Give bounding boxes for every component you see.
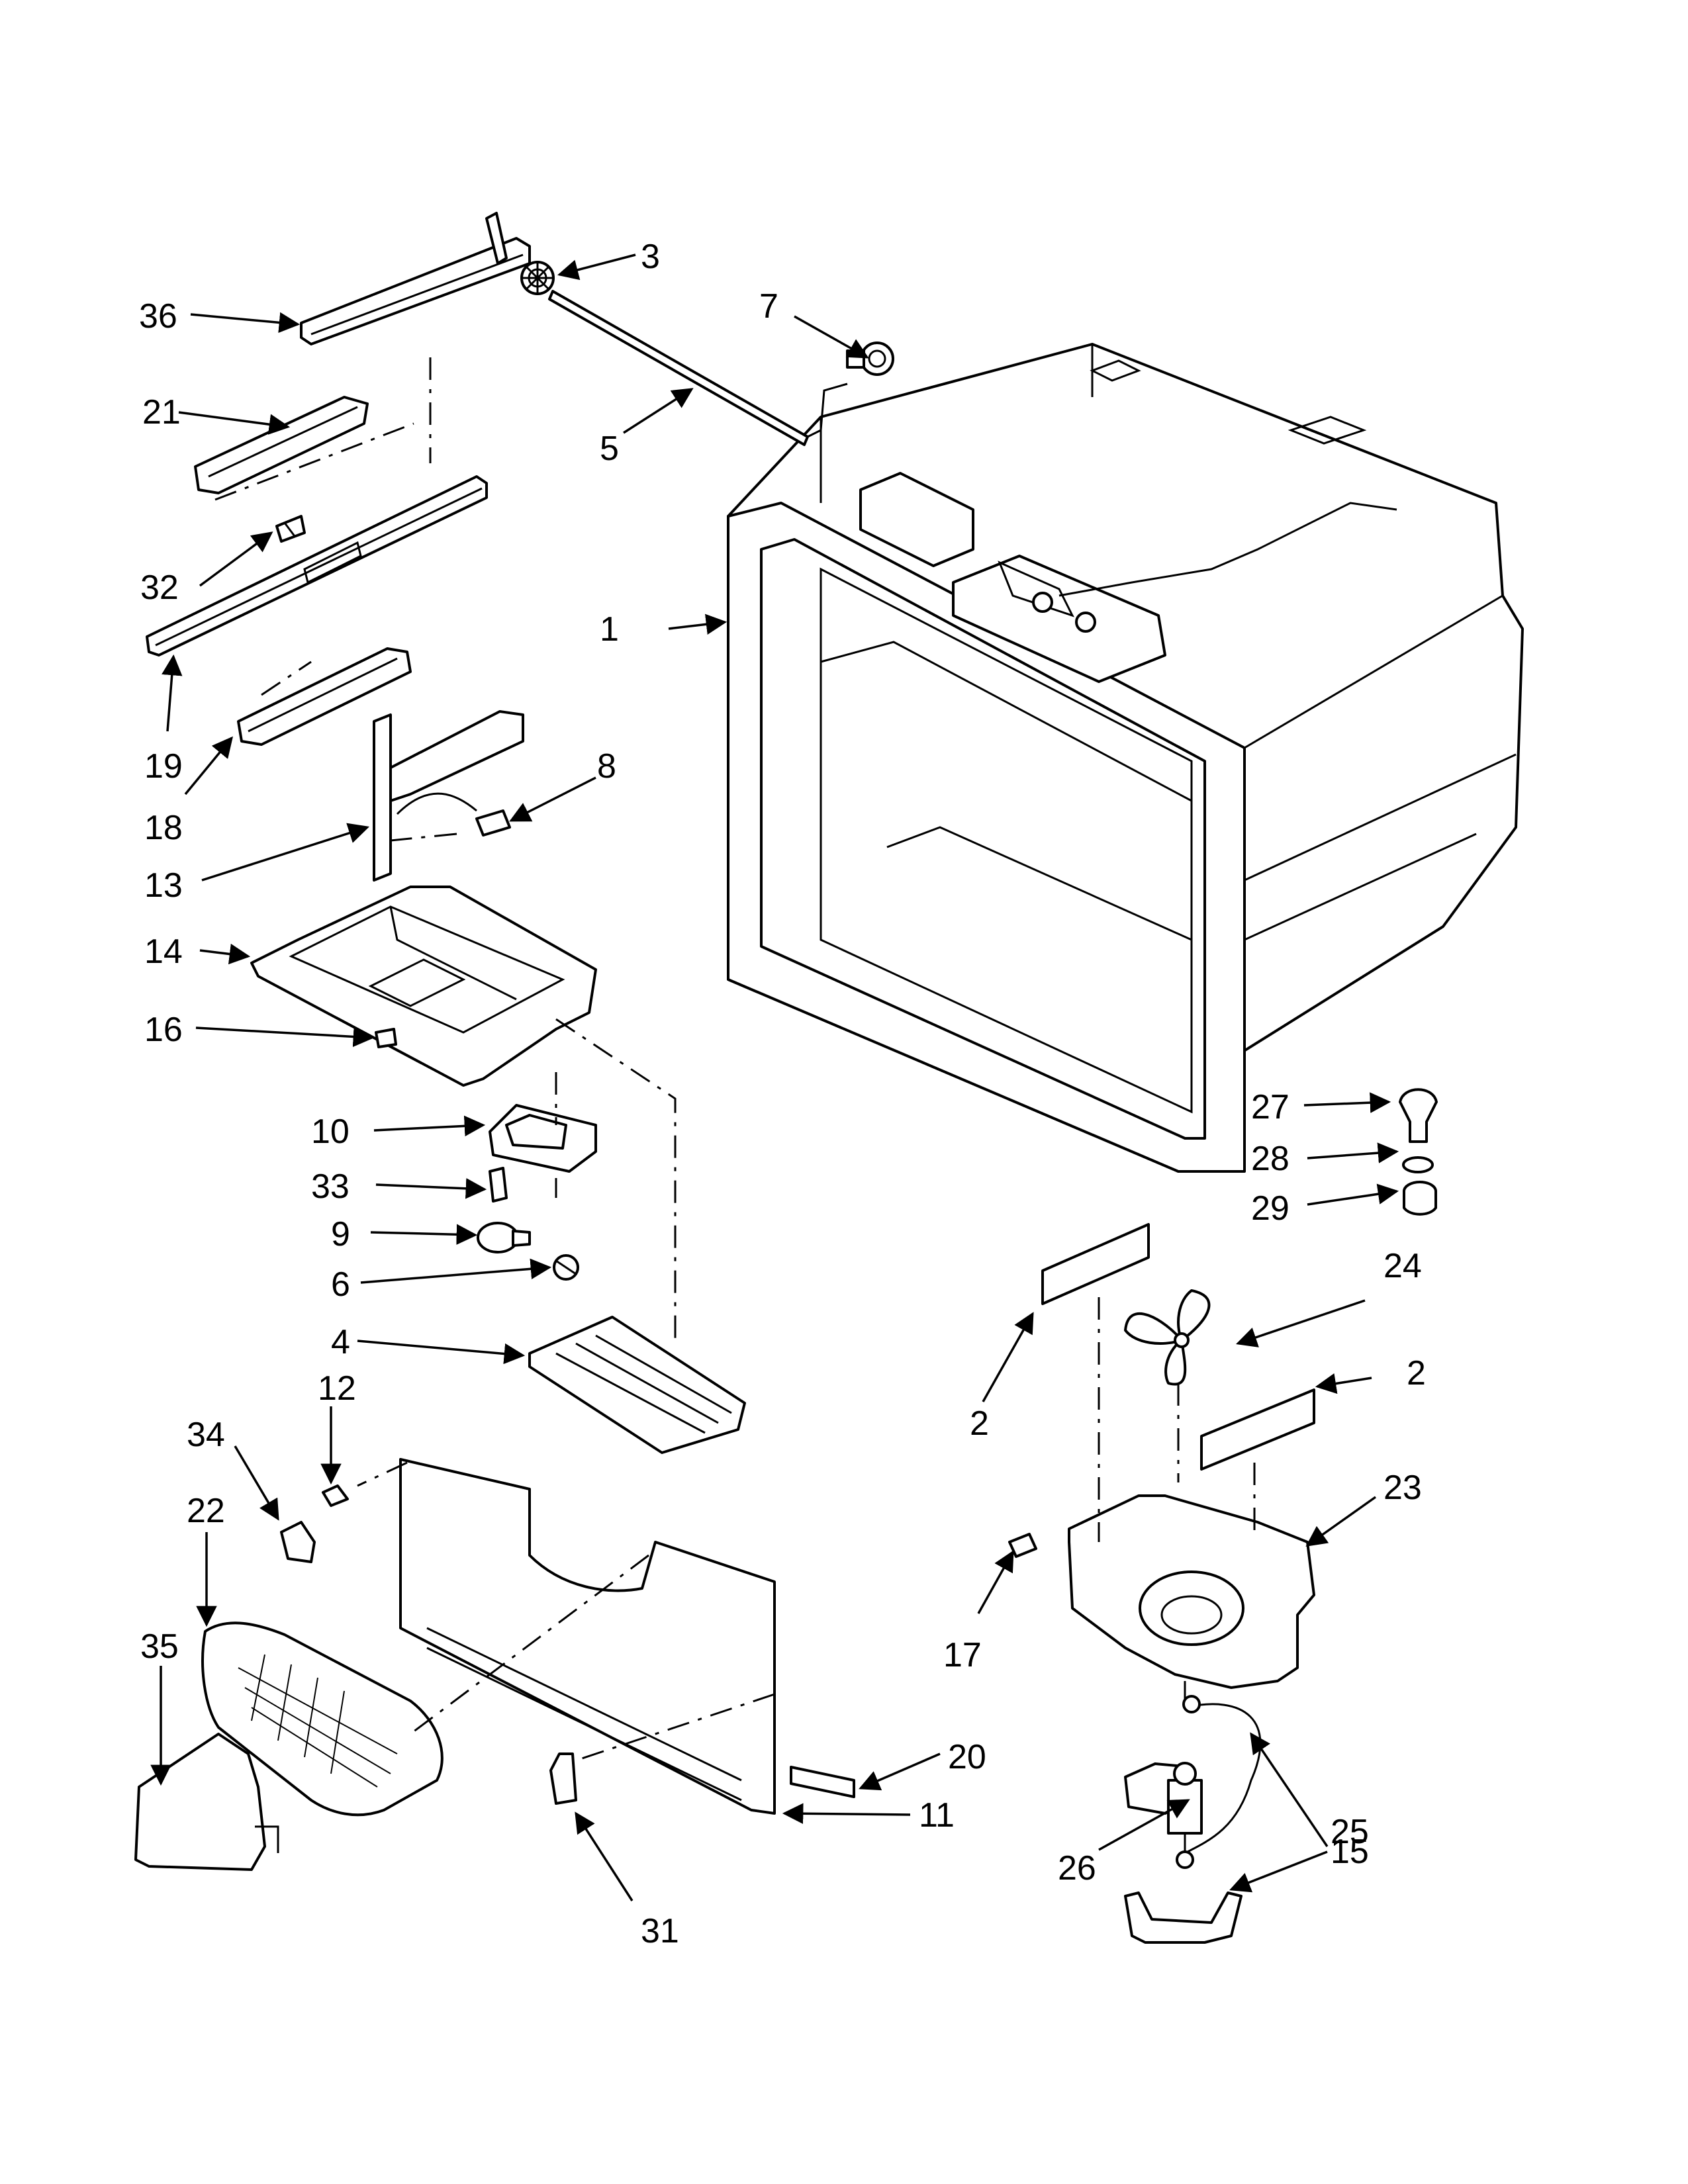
callout-23: 23	[1383, 1469, 1422, 1507]
part-5-rod	[548, 290, 848, 446]
callout-24: 24	[1383, 1247, 1422, 1285]
callout-12: 12	[318, 1369, 356, 1408]
callout-7: 7	[759, 287, 778, 326]
leader-lines	[150, 253, 1399, 1901]
callout-17: 17	[943, 1636, 982, 1674]
part-4-light-shield	[528, 1316, 746, 1454]
callout-10: 10	[311, 1113, 350, 1151]
part-21-slide-bracket	[194, 396, 369, 494]
part-8-screw	[475, 809, 511, 837]
callout-9: 9	[331, 1215, 350, 1253]
part-23-fan-shroud	[1068, 1494, 1315, 1689]
callout-5: 5	[600, 430, 619, 468]
callout-25: 25	[1331, 1813, 1369, 1851]
part-10-light-housing	[489, 1104, 597, 1173]
part-26-fan-motor	[1124, 1762, 1203, 1835]
callout-11: 11	[919, 1796, 955, 1835]
callout-29: 29	[1251, 1189, 1289, 1228]
callout-34: 34	[187, 1416, 225, 1454]
part-27-damper	[1399, 1088, 1438, 1143]
part-14-tray	[250, 886, 597, 1087]
part-2-insulation-upper	[1041, 1223, 1150, 1305]
part-15-motor-bracket	[1124, 1850, 1243, 1944]
part-31-bracket	[549, 1752, 577, 1805]
callout-33: 33	[311, 1167, 350, 1206]
part-28-washer	[1402, 1156, 1434, 1173]
callout-13: 13	[144, 866, 183, 905]
callout-20: 20	[948, 1738, 986, 1776]
callout-6: 6	[331, 1265, 350, 1304]
callout-labels: 3 36 7 21 5 1 32 19 8 18 13 14 16 10 33 …	[139, 238, 1426, 1950]
callout-36: 36	[139, 297, 177, 336]
callout-4: 4	[331, 1323, 350, 1361]
part-36-slide-cover	[300, 212, 531, 345]
part-3-gear	[520, 261, 555, 295]
callout-21: 21	[142, 393, 181, 432]
part-34-bracket	[280, 1521, 316, 1563]
callout-19: 19	[144, 747, 183, 786]
part-32-screw	[275, 515, 306, 543]
part-24-fan-blade	[1124, 1289, 1211, 1386]
callout-35: 35	[140, 1627, 179, 1666]
part-19-slide-rail	[146, 475, 488, 657]
part-17-screw	[1008, 1533, 1037, 1558]
callout-14: 14	[144, 933, 183, 971]
callout-8: 8	[597, 747, 616, 786]
part-12-screw	[322, 1484, 349, 1507]
part-11-rear-panel	[399, 1458, 776, 1815]
callout-28: 28	[1251, 1140, 1289, 1178]
part-25-wire-harness	[1182, 1695, 1262, 1854]
part-22-vent-grille	[201, 1621, 444, 1817]
callout-27: 27	[1251, 1088, 1289, 1126]
callout-26: 26	[1058, 1849, 1096, 1888]
part-18-slide-bracket	[237, 647, 412, 746]
callout-2-left: 2	[970, 1404, 989, 1443]
part-1-freezer-liner	[727, 343, 1524, 1173]
part-2-insulation-lower	[1200, 1388, 1315, 1471]
callout-16: 16	[144, 1011, 183, 1049]
callout-2-right: 2	[1407, 1354, 1426, 1392]
part-9-bulb	[477, 1222, 531, 1253]
callout-18: 18	[144, 809, 183, 847]
part-33-screw	[489, 1167, 508, 1203]
callout-31: 31	[641, 1912, 679, 1950]
part-20-seal-strip	[790, 1766, 855, 1798]
part-16-clip	[375, 1028, 397, 1048]
callout-32: 32	[140, 569, 179, 607]
callout-1: 1	[600, 610, 619, 649]
callout-15: 15	[1331, 1833, 1369, 1871]
callout-3: 3	[641, 238, 660, 276]
part-13-bracket	[373, 710, 524, 882]
part-6-socket	[553, 1254, 579, 1281]
part-7-gear	[846, 341, 894, 376]
callout-22: 22	[187, 1492, 225, 1530]
assembly-lines	[214, 357, 1256, 1853]
part-29-grommet	[1403, 1181, 1437, 1216]
